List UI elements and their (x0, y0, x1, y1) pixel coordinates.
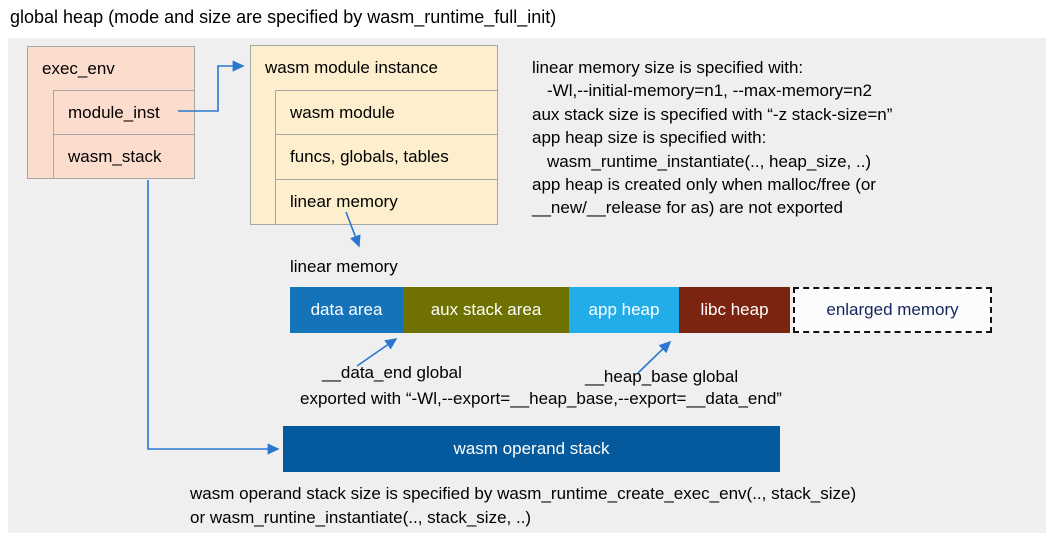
funcs-globals-tables-label: funcs, globals, tables (290, 147, 449, 166)
note-line: -Wl,--initial-memory=n1, --max-memory=n2 (547, 81, 872, 101)
note-line: aux stack size is specified with “-z sta… (532, 104, 893, 124)
wasm-stack-box: wasm_stack (53, 134, 195, 179)
wasm-module-box: wasm module (275, 90, 498, 135)
notes-right: linear memory size is specified with: -W… (532, 56, 892, 220)
segment-libc-heap: libc heap (679, 287, 790, 333)
segment-data-area: data area (290, 287, 403, 333)
linear-memory-row-box: linear memory (275, 179, 498, 225)
enlarged-memory-box: enlarged memory (793, 287, 992, 333)
data-end-global-label: __data_end global (322, 363, 462, 382)
note-line: wasm_runtime_instantiate(.., heap_size, … (547, 151, 872, 171)
segment-libc-heap-label: libc heap (700, 300, 769, 319)
segment-app-heap-label: app heap (588, 300, 660, 319)
bottom-note: wasm operand stack size is specified by … (190, 482, 856, 530)
note-line: linear memory size is specified with: (532, 58, 804, 77)
linear-memory-row-label: linear memory (290, 192, 398, 211)
enlarged-memory-label: enlarged memory (826, 300, 959, 319)
linear-memory-label: linear memory (290, 257, 398, 276)
module-inst-box: module_inst (53, 90, 195, 135)
operand-stack-bar: wasm operand stack (283, 426, 780, 472)
funcs-globals-tables-box: funcs, globals, tables (275, 134, 498, 180)
exported-with-label: exported with “-Wl,--export=__heap_base,… (300, 389, 782, 408)
diagram-title: global heap (mode and size are specified… (10, 7, 557, 27)
note-line: app heap size is specified with: (532, 128, 767, 148)
module-instance-label: wasm module instance (265, 58, 438, 77)
bottom-note-line: or wasm_runtine_instantiate(.., stack_si… (190, 508, 532, 527)
exec-env-label: exec_env (42, 59, 115, 78)
wasm-module-label: wasm module (290, 102, 395, 122)
bottom-note-line: wasm operand stack size is specified by … (190, 484, 857, 503)
note-line: __new/__release for as) are not exported (532, 198, 843, 218)
operand-stack-label: wasm operand stack (453, 439, 610, 458)
module-inst-label: module_inst (68, 102, 160, 122)
segment-data-area-label: data area (310, 300, 383, 319)
segment-aux-stack-area-label: aux stack area (430, 300, 542, 319)
note-line: app heap is created only when malloc/fre… (532, 175, 876, 195)
heap-base-global-label: __heap_base global (585, 367, 739, 386)
wasm-stack-label: wasm_stack (68, 146, 162, 166)
segment-aux-stack-area: aux stack area (403, 287, 569, 333)
segment-app-heap: app heap (569, 287, 679, 333)
